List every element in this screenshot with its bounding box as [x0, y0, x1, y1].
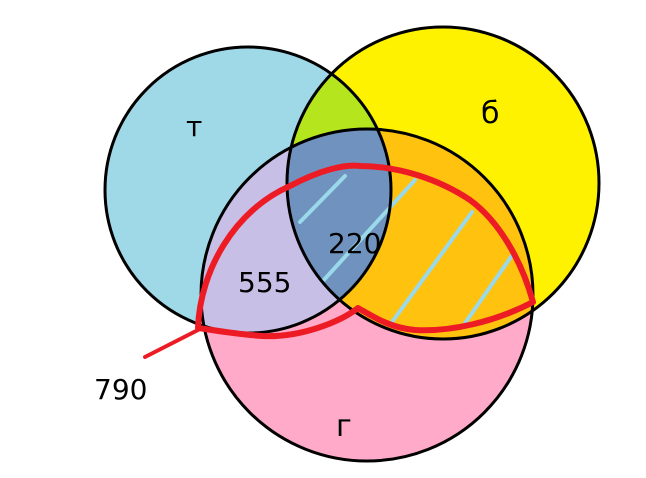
- label-t: т: [186, 110, 202, 143]
- hatch-lines: [298, 174, 515, 328]
- value-790: 790: [94, 373, 147, 406]
- callout-line: [143, 328, 200, 359]
- value-220: 220: [328, 227, 381, 260]
- value-555: 555: [238, 266, 291, 299]
- circle-b-outline: [285, 25, 601, 341]
- region-b-g: [287, 129, 533, 339]
- label-b: б: [481, 96, 500, 131]
- highlight-outline: [195, 162, 536, 340]
- label-g: г: [336, 409, 352, 444]
